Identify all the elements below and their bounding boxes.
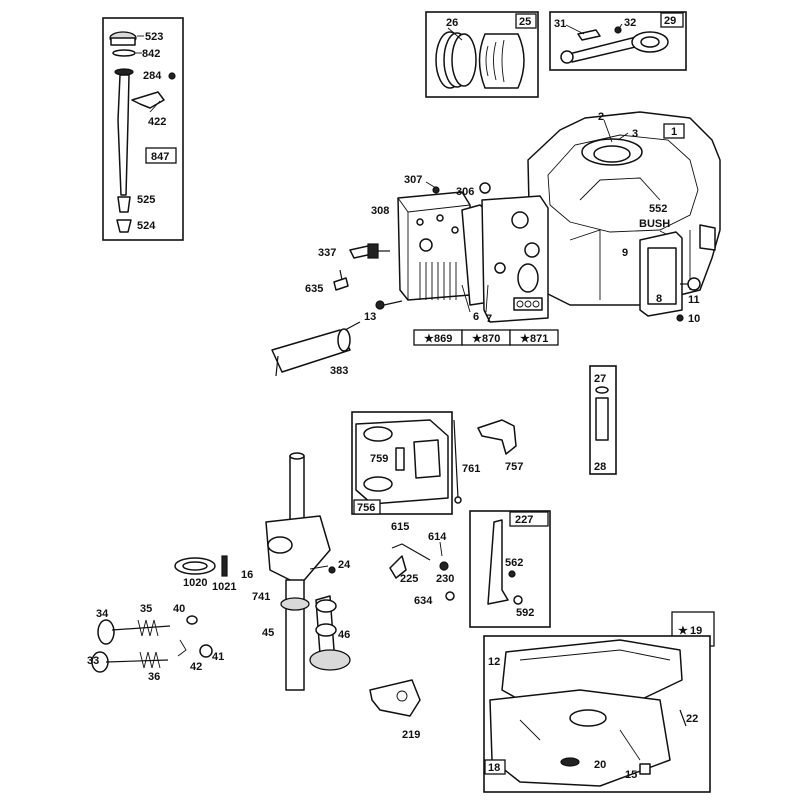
- crankshaft: 1020 1021 16 24 741 45: [174, 452, 351, 691]
- callout-842: 842: [142, 48, 160, 60]
- valve-set: 34 35 40 33 36 42 41: [87, 603, 224, 683]
- callout-614: 614: [428, 531, 447, 543]
- callout-871: 871: [530, 333, 548, 345]
- callout-35: 35: [140, 603, 152, 615]
- callout-847: 847: [151, 151, 169, 163]
- callout-306: 306: [456, 186, 474, 198]
- callout-635: 635: [305, 283, 323, 295]
- connecting-rod-assembly: 31 32 29: [549, 11, 687, 71]
- svg-text:★: ★: [424, 333, 434, 345]
- callout-219: 219: [402, 729, 420, 741]
- callout-552: 552: [649, 203, 667, 215]
- callout-26: 26: [446, 17, 458, 29]
- callout-741: 741: [252, 591, 270, 603]
- callout-22: 22: [686, 713, 698, 725]
- callout-422: 422: [148, 116, 166, 128]
- callout-42: 42: [190, 661, 202, 673]
- dipstick-tube-assembly: 523 842 284 422 847 525 524: [102, 17, 184, 241]
- callout-562: 562: [505, 557, 523, 569]
- callout-525: 525: [137, 194, 155, 206]
- callout-1020: 1020: [183, 577, 207, 589]
- callout-337: 337: [318, 247, 336, 259]
- callout-15: 15: [625, 769, 637, 781]
- callout-1021: 1021: [212, 581, 236, 593]
- callout-9: 9: [622, 247, 628, 259]
- callout-19: 19: [690, 625, 702, 637]
- breather-assembly: 9 8 11 10: [622, 231, 701, 325]
- crankcase-sump: ★ 19 12 22 18 20 15: [483, 611, 715, 793]
- callout-25: 25: [519, 16, 531, 28]
- callout-230: 230: [436, 573, 454, 585]
- callout-307: 307: [404, 174, 422, 186]
- rocker-arm-bracket: 759 761 756: [351, 411, 480, 515]
- governor-linkage: 615 614 225 230 634: [389, 521, 455, 607]
- callout-761: 761: [462, 463, 480, 475]
- gasket-callouts: 6 7: [461, 284, 492, 325]
- callout-8: 8: [656, 293, 662, 305]
- head-bolt: 13: [364, 300, 403, 323]
- cylinder-head-right: [461, 195, 549, 323]
- callout-383: 383: [330, 365, 348, 377]
- callout-759: 759: [370, 453, 388, 465]
- callout-7: 7: [486, 313, 492, 325]
- callout-33: 33: [87, 655, 99, 667]
- callout-20: 20: [594, 759, 606, 771]
- callout-29: 29: [664, 15, 676, 27]
- callout-11: 11: [688, 294, 700, 306]
- callout-45: 45: [262, 627, 274, 639]
- callout-592: 592: [516, 607, 534, 619]
- callout-3: 3: [632, 128, 638, 140]
- callout-40: 40: [173, 603, 185, 615]
- callout-12: 12: [488, 656, 500, 668]
- callout-870: 870: [482, 333, 500, 345]
- cylinder-block: 2 3 1 552 BUSH: [527, 111, 721, 306]
- callout-34: 34: [96, 608, 109, 620]
- piston-ring-set: 26 25: [425, 11, 539, 98]
- spark-plug: 337: [318, 243, 390, 259]
- callout-615: 615: [391, 521, 409, 533]
- callout-308: 308: [371, 205, 389, 217]
- governor-lever: 227 562 592: [469, 510, 551, 628]
- callout-46: 46: [338, 629, 350, 641]
- callout-523: 523: [145, 31, 163, 43]
- callout-36: 36: [148, 671, 160, 683]
- callout-634: 634: [414, 595, 433, 607]
- callout-524: 524: [137, 220, 156, 232]
- callout-1: 1: [671, 126, 677, 138]
- cylinder-head-left: 307 306 308: [371, 174, 491, 301]
- rocker-arm: 757: [477, 419, 523, 473]
- svg-text:★: ★: [520, 333, 530, 345]
- air-vane-part: 635: [305, 269, 349, 295]
- callout-13: 13: [364, 311, 376, 323]
- callout-18: 18: [488, 762, 500, 774]
- callout-31: 31: [554, 18, 566, 30]
- callout-16: 16: [241, 569, 253, 581]
- callout-225: 225: [400, 573, 418, 585]
- svg-text:★: ★: [678, 625, 688, 637]
- callout-10: 10: [688, 313, 700, 325]
- muffler: 383: [271, 321, 361, 377]
- callout-6: 6: [473, 311, 479, 323]
- svg-text:★: ★: [472, 333, 482, 345]
- callout-756: 756: [357, 502, 375, 514]
- callout-24: 24: [338, 559, 351, 571]
- callout-284: 284: [143, 70, 162, 82]
- callout-27: 27: [594, 373, 606, 385]
- kit-reference-boxes: ★ 869 ★ 870 ★ 871: [413, 329, 559, 346]
- callout-227: 227: [515, 514, 533, 526]
- callout-869: 869: [434, 333, 452, 345]
- crankshaft-gear-box: 27 28: [589, 365, 617, 475]
- callout-28: 28: [594, 461, 606, 473]
- callout-757: 757: [505, 461, 523, 473]
- callout-2: 2: [598, 111, 604, 123]
- callout-32: 32: [624, 17, 636, 29]
- governor-bracket: 219: [369, 679, 421, 741]
- callout-bush: BUSH: [639, 218, 670, 230]
- camshaft: 46: [309, 595, 351, 671]
- callout-41: 41: [212, 651, 224, 663]
